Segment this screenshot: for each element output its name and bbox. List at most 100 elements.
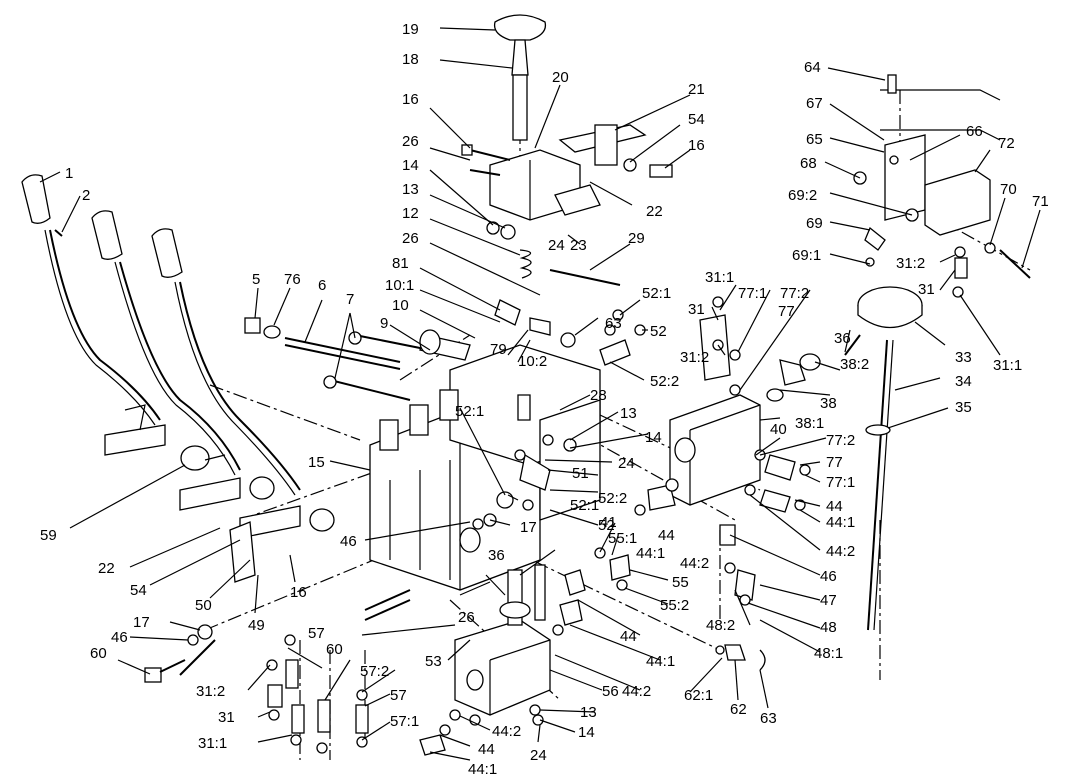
- callout: 54: [688, 111, 705, 128]
- callout: 46: [340, 533, 357, 550]
- callout: 44:1: [646, 653, 675, 670]
- callout: 15: [308, 454, 325, 471]
- callout: 77: [826, 454, 843, 471]
- callout: 60: [326, 641, 343, 658]
- callout: 17: [133, 614, 150, 631]
- callout: 77: [778, 303, 795, 320]
- callout: 52:2: [598, 490, 627, 507]
- callout: 14: [402, 157, 419, 174]
- callout: 20: [552, 69, 569, 86]
- callout: 44:1: [826, 514, 855, 531]
- callout: 31: [918, 281, 935, 298]
- callout: 64: [804, 59, 821, 76]
- callout: 77:1: [826, 474, 855, 491]
- callout: 26: [458, 609, 475, 626]
- callout: 24: [548, 237, 565, 254]
- callout: 38:2: [840, 356, 869, 373]
- callout: 71: [1032, 193, 1049, 210]
- tank-cap-dipstick: [844, 286, 923, 631]
- leader-lines: [39, 27, 1041, 761]
- callout: 28: [590, 387, 607, 404]
- callout: 34: [955, 373, 972, 390]
- callout: 63: [760, 710, 777, 727]
- callout: 77:2: [826, 432, 855, 449]
- callout: 50: [195, 597, 212, 614]
- callout: 31: [688, 301, 705, 318]
- callout: 24: [618, 455, 635, 472]
- callout: 41: [600, 514, 617, 531]
- bolt-set: [144, 317, 431, 683]
- callout: 22: [98, 560, 115, 577]
- callout: 44:2: [826, 543, 855, 560]
- callout: 57: [308, 625, 325, 642]
- callout: 55: [672, 574, 689, 591]
- callout: 47: [820, 592, 837, 609]
- callout: 38:1: [795, 415, 824, 432]
- callout: 76: [284, 271, 301, 288]
- callout: 36: [834, 330, 851, 347]
- callout: 52: [650, 323, 667, 340]
- callout: 26: [402, 230, 419, 247]
- callout: 69: [806, 215, 823, 232]
- callout: 38: [820, 395, 837, 412]
- callout: 6: [318, 277, 326, 294]
- callout: 10:2: [518, 353, 547, 370]
- callout: 57:1: [390, 713, 419, 730]
- callout: 24: [530, 747, 547, 764]
- callout: 52:1: [570, 497, 599, 514]
- callout: 49: [248, 617, 265, 634]
- callout: 55:2: [660, 597, 689, 614]
- callout: 62:1: [684, 687, 713, 704]
- callout: 31:1: [705, 269, 734, 286]
- shift-lever-assembly: [461, 14, 673, 286]
- callout: 62: [730, 701, 747, 718]
- callout: 31: [218, 709, 235, 726]
- callout: 16: [290, 584, 307, 601]
- callout: 48: [820, 619, 837, 636]
- callout: 51: [572, 465, 589, 482]
- callout: 57:2: [360, 663, 389, 680]
- manifold-block: [634, 296, 821, 606]
- callout: 21: [688, 81, 705, 98]
- callout: 31:2: [896, 255, 925, 272]
- callout: 9: [380, 315, 388, 332]
- callout: 10:1: [385, 277, 414, 294]
- callout: 13: [620, 405, 637, 422]
- callout: 36: [488, 547, 505, 564]
- callout: 19: [402, 21, 419, 38]
- callout: 17: [520, 519, 537, 536]
- callout: 12: [402, 205, 419, 222]
- callout: 65: [806, 131, 823, 148]
- callout: 81: [392, 255, 409, 272]
- callout: 33: [955, 349, 972, 366]
- callout: 66: [966, 123, 983, 140]
- valve-body: [369, 329, 601, 591]
- callout: 1: [65, 165, 73, 182]
- callout: 68: [800, 155, 817, 172]
- callout: 44: [478, 741, 495, 758]
- callout: 31:2: [196, 683, 225, 700]
- callout: 14: [578, 724, 595, 741]
- callout: 44:1: [468, 761, 497, 778]
- bracket-valve-group: [853, 74, 1031, 298]
- callout: 44:1: [636, 545, 665, 562]
- callout: 70: [1000, 181, 1017, 198]
- callout: 22: [646, 203, 663, 220]
- callout: 13: [402, 181, 419, 198]
- callout: 54: [130, 582, 147, 599]
- callout: 53: [425, 653, 442, 670]
- callout: 44:2: [680, 555, 709, 572]
- callout: 79: [490, 341, 507, 358]
- callout: 35: [955, 399, 972, 416]
- callout: 60: [90, 645, 107, 662]
- callout: 77:1: [738, 285, 767, 302]
- callout: 57: [390, 687, 407, 704]
- callout: 52: [598, 517, 615, 534]
- callout: 44: [826, 498, 843, 515]
- fitting-stacks: [266, 634, 369, 754]
- callout: 46: [820, 568, 837, 585]
- callout: 18: [402, 51, 419, 68]
- callout: 44:2: [622, 683, 651, 700]
- callout: 5: [252, 271, 260, 288]
- fittings-center: [472, 299, 646, 530]
